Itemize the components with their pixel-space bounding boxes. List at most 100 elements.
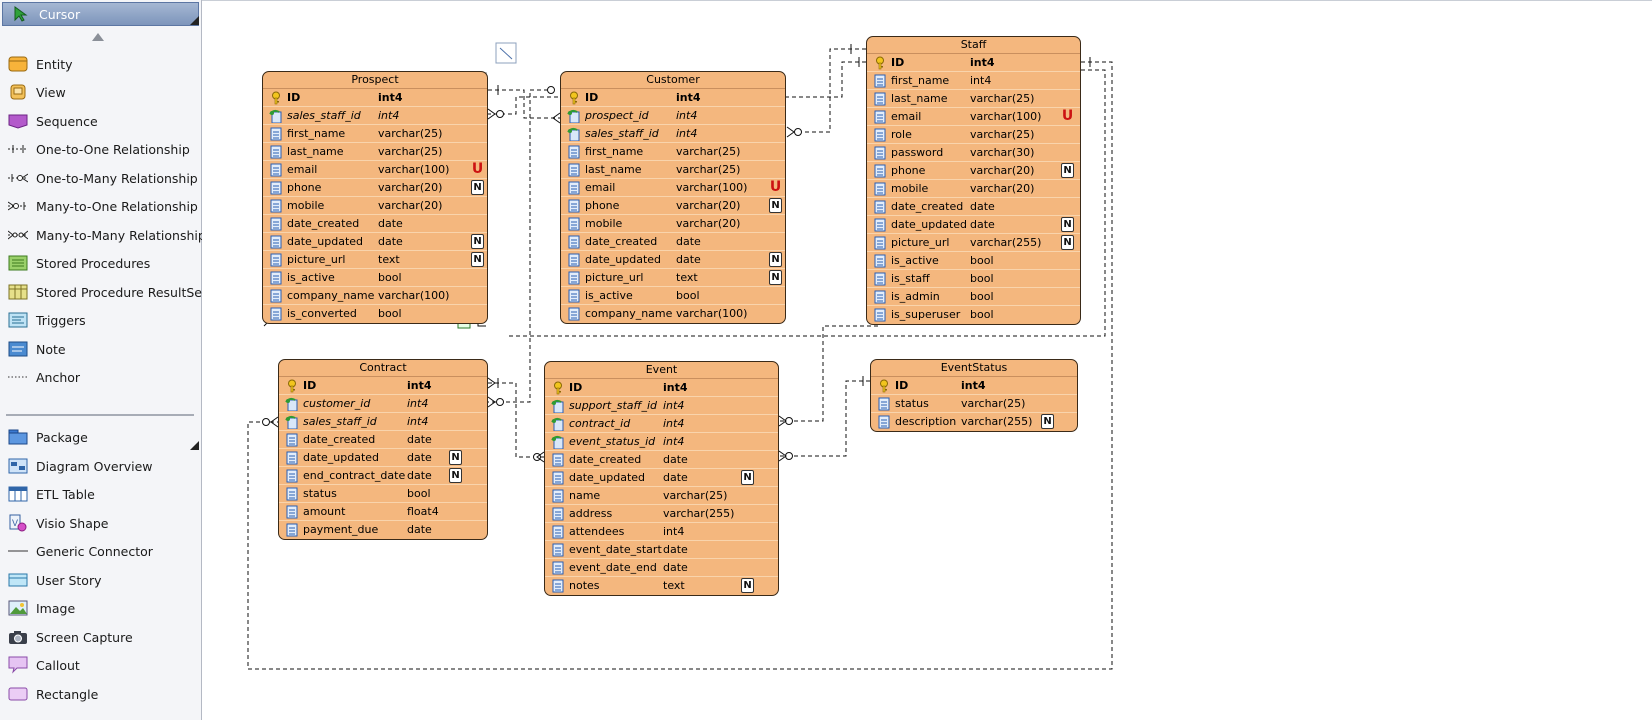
expand-corner-icon[interactable] <box>190 16 199 25</box>
column-type: varchar(20) <box>970 164 1035 177</box>
palette-package[interactable]: Package <box>0 424 200 450</box>
column-name: status <box>303 487 337 500</box>
palette-triggers[interactable]: Triggers <box>0 307 200 333</box>
palette-entity[interactable]: Entity <box>0 51 200 77</box>
palette-view[interactable]: View <box>0 79 200 105</box>
palette-user-story[interactable]: User Story <box>0 567 200 593</box>
scroll-up-icon[interactable] <box>92 33 104 41</box>
palette-anchor[interactable]: Anchor <box>0 364 200 390</box>
palette-diagram-overview[interactable]: Diagram Overview <box>0 453 200 479</box>
expand-corner-icon[interactable] <box>190 441 199 450</box>
column-icon <box>873 128 887 142</box>
palette-many-to-many[interactable]: Many-to-Many Relationship <box>0 222 206 248</box>
palette-cursor[interactable]: Cursor <box>2 2 199 26</box>
palette-etl-table[interactable]: ETL Table <box>0 481 200 507</box>
palette-screen-capture[interactable]: Screen Capture <box>0 624 200 650</box>
palette-generic-connector[interactable]: Generic Connector <box>0 538 200 564</box>
palette-note[interactable]: Note <box>0 336 200 362</box>
palette-one-to-many[interactable]: One-to-Many Relationship <box>0 165 200 191</box>
palette-callout[interactable]: Callout <box>0 652 200 678</box>
palette-many-to-one[interactable]: Many-to-One Relationship <box>0 193 200 219</box>
palette-rectangle[interactable]: Rectangle <box>0 681 200 707</box>
palette-visio-shape[interactable]: V Visio Shape <box>0 510 200 536</box>
palette-image[interactable]: Image <box>0 595 200 621</box>
palette-one-to-one[interactable]: One-to-One Relationship <box>0 136 200 162</box>
palette-stored-procedures[interactable]: Stored Procedures <box>0 250 200 276</box>
palette-resultset[interactable]: Stored Procedure ResultSet <box>0 279 207 305</box>
palette-sequence[interactable]: Sequence <box>0 108 200 134</box>
